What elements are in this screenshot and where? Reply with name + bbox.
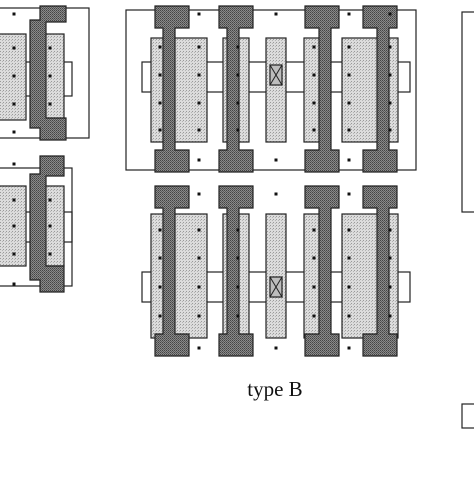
contact-dot-icon — [12, 224, 16, 228]
contact-dot-icon — [12, 130, 16, 134]
contact-dot-icon — [197, 228, 201, 232]
contact-dot-icon — [158, 128, 162, 132]
contact-dot-icon — [312, 45, 316, 49]
contact-dot-icon — [347, 128, 351, 132]
contact-dot-icon — [236, 128, 240, 132]
contact-dot-icon — [347, 101, 351, 105]
contact-dot-icon — [197, 314, 201, 318]
contact-dot-icon — [158, 314, 162, 318]
contact-dot-icon — [48, 74, 52, 78]
contact-dot-icon — [197, 256, 201, 260]
contact-dot-icon — [347, 45, 351, 49]
contact-dot-icon — [197, 73, 201, 77]
contact-dot-icon — [388, 12, 392, 16]
figure-caption: type B — [247, 377, 303, 401]
contact-dot-icon — [388, 285, 392, 289]
contact-dot-icon — [347, 73, 351, 77]
contact-dot-icon — [197, 285, 201, 289]
contact-dot-icon — [388, 314, 392, 318]
contact-dot-icon — [347, 285, 351, 289]
contact-dot-icon — [312, 314, 316, 318]
gate-poly — [218, 185, 254, 357]
contact-dot-icon — [388, 45, 392, 49]
contact-dot-icon — [12, 46, 16, 50]
contact-dot-icon — [274, 192, 278, 196]
crossed-box-icon — [269, 64, 283, 86]
contact-dot-icon — [347, 228, 351, 232]
contact-dot-icon — [274, 158, 278, 162]
contact-dot-icon — [347, 192, 351, 196]
diffusion-region — [150, 213, 208, 339]
contact-dot-icon — [312, 228, 316, 232]
crossed-box-icon — [269, 276, 283, 298]
contact-dot-icon — [312, 101, 316, 105]
contact-dot-icon — [48, 224, 52, 228]
contact-dot-icon — [312, 73, 316, 77]
contact-dot-icon — [274, 346, 278, 350]
contact-dot-icon — [347, 314, 351, 318]
contact-dot-icon — [158, 45, 162, 49]
contact-dot-icon — [236, 256, 240, 260]
contact-dot-icon — [388, 228, 392, 232]
contact-dot-icon — [347, 158, 351, 162]
contact-dot-icon — [236, 314, 240, 318]
contact-dot-icon — [158, 228, 162, 232]
contact-dot-icon — [236, 101, 240, 105]
contact-dot-icon — [347, 256, 351, 260]
gate-poly — [154, 5, 190, 173]
contact-dot-icon — [347, 12, 351, 16]
contact-dot-icon — [312, 256, 316, 260]
contact-dot-icon — [347, 346, 351, 350]
contact-dot-icon — [48, 46, 52, 50]
diffusion-region — [265, 213, 287, 339]
contact-dot-icon — [197, 128, 201, 132]
contact-dot-icon — [388, 101, 392, 105]
contact-dot-icon — [12, 282, 16, 286]
contact-dot-icon — [12, 12, 16, 16]
cell-boundary — [125, 9, 417, 171]
gate-poly — [218, 5, 254, 173]
contact-dot-icon — [388, 256, 392, 260]
contact-dot-icon — [274, 12, 278, 16]
contact-dot-icon — [48, 102, 52, 106]
contact-dot-icon — [312, 128, 316, 132]
contact-dot-icon — [236, 285, 240, 289]
contact-dot-icon — [197, 45, 201, 49]
contact-dot-icon — [197, 158, 201, 162]
contact-dot-icon — [12, 102, 16, 106]
gate-poly — [304, 5, 340, 173]
diffusion-region — [150, 37, 208, 143]
cell-boundary — [461, 11, 474, 213]
contact-dot-icon — [197, 192, 201, 196]
contact-dot-icon — [12, 162, 16, 166]
contact-dot-icon — [158, 101, 162, 105]
contact-dot-icon — [388, 73, 392, 77]
diffusion-region — [265, 37, 287, 143]
contact-dot-icon — [197, 101, 201, 105]
gate-poly — [304, 185, 340, 357]
contact-dot-icon — [388, 128, 392, 132]
contact-dot-icon — [236, 73, 240, 77]
contact-dot-icon — [48, 198, 52, 202]
contact-dot-icon — [48, 252, 52, 256]
contact-dot-icon — [12, 252, 16, 256]
contact-dot-icon — [158, 256, 162, 260]
contact-dot-icon — [312, 285, 316, 289]
contact-dot-icon — [12, 74, 16, 78]
contact-dot-icon — [158, 285, 162, 289]
gate-poly — [154, 185, 190, 357]
contact-dot-icon — [236, 228, 240, 232]
gate-poly — [29, 155, 65, 293]
cell-boundary — [461, 403, 474, 429]
contact-dot-icon — [197, 346, 201, 350]
contact-dot-icon — [12, 198, 16, 202]
gate-poly — [29, 5, 67, 141]
contact-dot-icon — [158, 73, 162, 77]
contact-dot-icon — [197, 12, 201, 16]
contact-dot-icon — [236, 45, 240, 49]
